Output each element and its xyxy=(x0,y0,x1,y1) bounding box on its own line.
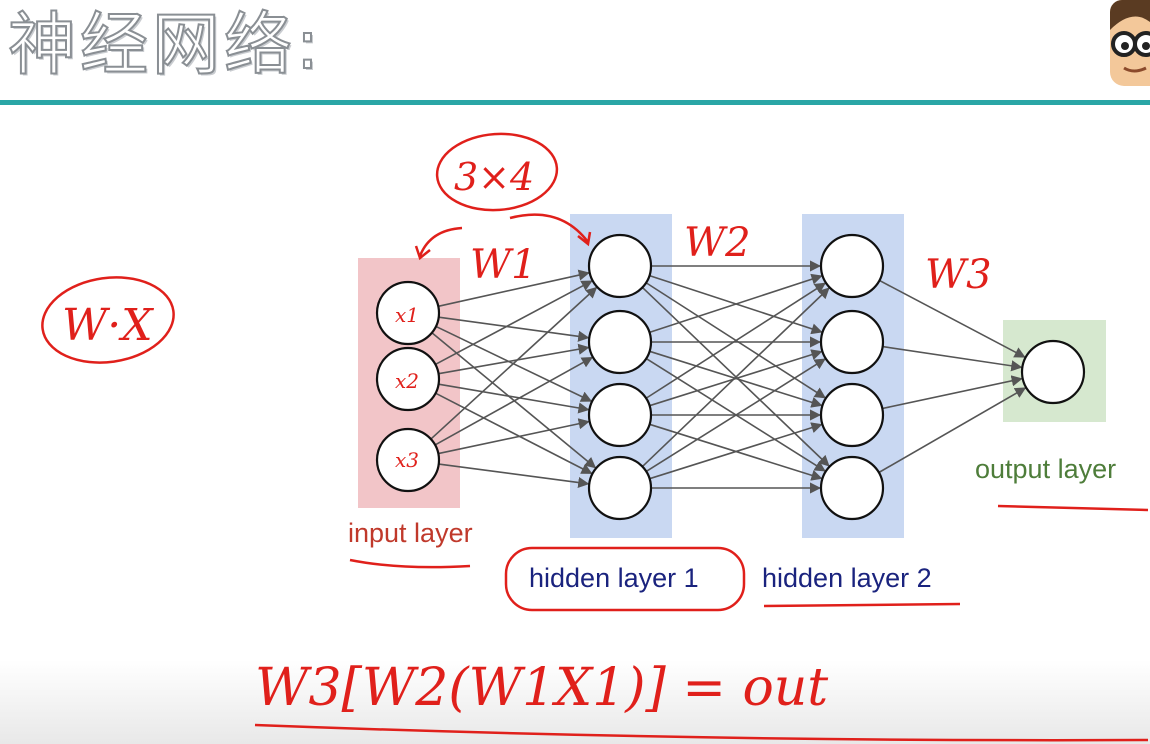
handwritten-text: 3×4 W1 W2 W3 W·X W3[W2(W1X1)] = out xyxy=(62,155,992,718)
hidden2-label-underline xyxy=(763,602,961,608)
input-node-1 xyxy=(375,280,441,346)
input-node-x1-label: x1 xyxy=(395,303,419,327)
hidden2-node-1 xyxy=(819,233,885,299)
edge-input-3-to-hidden1-4 xyxy=(438,463,590,489)
edge-input-2-to-hidden1-2 xyxy=(438,343,590,375)
handwritten-annotations xyxy=(41,132,1149,742)
edge-hidden1-4-to-hidden2-1 xyxy=(641,287,830,468)
mascot-avatar xyxy=(1110,0,1150,86)
edge-hidden1-2-to-hidden2-1 xyxy=(649,273,823,334)
edge-input-2-to-hidden1-1 xyxy=(434,280,593,366)
wx-annotation: W·X xyxy=(62,300,154,351)
bottom-gradient xyxy=(0,660,1150,744)
formula-underline xyxy=(254,723,1149,742)
input-node-x2-label: x2 xyxy=(395,369,419,393)
edge-input-2-to-hidden1-3 xyxy=(438,383,590,414)
wx-circle xyxy=(41,276,175,364)
hidden2-node-3 xyxy=(819,382,885,448)
output-node-1 xyxy=(1020,339,1086,405)
arrow-to-input xyxy=(414,226,463,261)
edge-input-3-to-hidden1-3 xyxy=(438,418,590,455)
edge-input-1-to-hidden1-4 xyxy=(431,332,597,469)
output-label-underline xyxy=(997,504,1149,512)
hidden1-node-2 xyxy=(587,309,653,375)
hidden1-node-1 xyxy=(587,233,653,299)
mascot-face-icon xyxy=(1110,0,1150,73)
hidden-layer-1-label: hidden layer 1 xyxy=(529,563,699,593)
slide-title: 神经网络: xyxy=(7,5,323,86)
edge-input-1-to-hidden1-1 xyxy=(438,269,590,308)
title-divider xyxy=(0,100,1150,105)
arrow-to-hidden1 xyxy=(509,213,592,247)
edge-hidden1-3-to-hidden2-2 xyxy=(649,349,823,407)
edge-hidden2-3-to-output-1 xyxy=(882,375,1023,410)
input-node-3 xyxy=(375,427,441,493)
edge-input-3-to-hidden1-1 xyxy=(430,286,598,440)
edge-hidden2-2-to-output-1 xyxy=(882,345,1023,372)
connection-edges xyxy=(430,260,1027,494)
input-node-2 xyxy=(375,346,441,412)
dims-annotation: 3×4 xyxy=(454,155,534,199)
edge-hidden2-1-to-output-1 xyxy=(879,279,1026,358)
output-layer-label: output layer xyxy=(975,454,1117,484)
hidden-layer-2-label: hidden layer 2 xyxy=(762,563,932,593)
w1-annotation: W1 xyxy=(470,242,537,288)
input-node-x3-label: x3 xyxy=(395,448,419,472)
edge-input-1-to-hidden1-2 xyxy=(438,316,590,342)
w3-annotation: W3 xyxy=(925,252,992,298)
neuron-nodes xyxy=(375,233,1086,521)
formula-annotation: W3[W2(W1X1)] = out xyxy=(255,658,828,718)
edge-hidden2-4-to-output-1 xyxy=(878,387,1027,474)
dims-circle xyxy=(435,132,559,212)
edge-hidden1-4-to-hidden2-3 xyxy=(649,422,823,480)
edge-hidden1-4-to-hidden2-2 xyxy=(645,358,826,473)
edge-input-3-to-hidden1-2 xyxy=(434,356,594,446)
input-layer-label: input layer xyxy=(348,518,473,548)
w2-annotation: W2 xyxy=(684,220,751,266)
input-node-labels: x1 x2 x3 xyxy=(395,303,419,472)
hidden2-node-2 xyxy=(819,309,885,375)
input-label-underline xyxy=(349,558,471,569)
hidden1-node-3 xyxy=(587,382,653,448)
hidden1-node-4 xyxy=(587,455,653,521)
hidden2-node-4 xyxy=(819,455,885,521)
edge-hidden1-3-to-hidden2-1 xyxy=(645,282,827,399)
hidden-layer-1-label-box xyxy=(504,546,746,612)
edge-input-2-to-hidden1-4 xyxy=(435,392,593,475)
